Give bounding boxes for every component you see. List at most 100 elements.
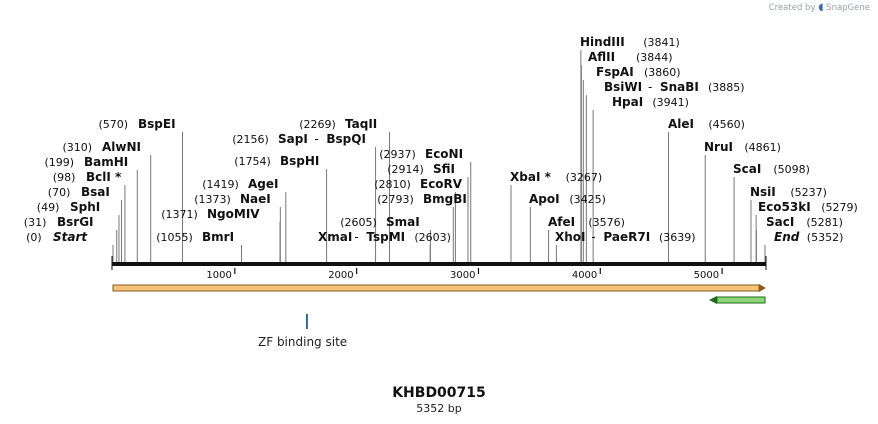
- site-label: Start (0): [26, 230, 88, 244]
- site-name: EcoNI: [425, 147, 463, 161]
- credit-brand: SnapGene: [826, 3, 870, 13]
- site-label: BamHI(199): [45, 155, 129, 169]
- site-label: AleI(4560): [668, 117, 745, 131]
- site-label: NgoMIV(1371): [161, 207, 260, 221]
- site-position: (3576): [588, 216, 625, 229]
- site-position: (3841): [643, 36, 680, 49]
- forward-orf-arrow: [112, 284, 766, 292]
- site-position: (5352): [807, 231, 844, 244]
- site-position: (570): [99, 118, 129, 131]
- site-position: (5281): [806, 216, 843, 229]
- site-name: BsiWI: [604, 80, 642, 94]
- site-label: EcoRV (2810): [374, 177, 463, 191]
- site-name: SfiI: [433, 162, 455, 176]
- site-label: NaeI(1373): [194, 192, 271, 206]
- site-name: NsiI: [750, 185, 776, 199]
- site-position: (2810): [374, 178, 411, 191]
- ruler-tick-label: 3000: [450, 270, 475, 281]
- site-position: (5279): [821, 201, 858, 214]
- site-label: Eco53kI(5279): [758, 200, 858, 214]
- credit-text: Created by: [768, 3, 816, 13]
- site-position: (1371): [161, 208, 198, 221]
- site-name: SmaI: [386, 215, 420, 229]
- plasmid-name: KHBD00715: [392, 385, 486, 401]
- site-position: (3885): [708, 81, 745, 94]
- site-name: SapI: [278, 132, 308, 146]
- site-name: BsaI: [81, 185, 110, 199]
- site-position: (3425): [569, 193, 606, 206]
- site-label: ApoI(3425): [529, 192, 606, 206]
- site-name: BspHI: [280, 154, 319, 168]
- site-label: BsiWI-SnaBI(3885): [604, 80, 745, 94]
- backbone-line: [112, 262, 766, 266]
- site-name: BmrI: [202, 230, 234, 244]
- site-name: HpaI: [612, 95, 643, 109]
- site-label: TaqII(2269): [299, 117, 377, 131]
- pair-separator: -: [314, 132, 318, 146]
- site-name: EcoRV: [420, 177, 463, 191]
- site-name: AlwNI: [102, 140, 141, 154]
- site-label: BspEI(570): [99, 117, 176, 131]
- site-name: FspAI: [596, 65, 634, 79]
- site-name: BsrGI: [57, 215, 94, 229]
- site-name: NruI: [704, 140, 733, 154]
- site-label: SacI (5281): [766, 215, 843, 229]
- site-position: (1419): [202, 178, 239, 191]
- site-label: BsaI (70): [48, 185, 110, 199]
- site-position: (1055): [156, 231, 193, 244]
- pair-separator: -: [591, 230, 595, 244]
- site-label: XhoI-PaeR7I(3639): [555, 230, 696, 244]
- site-label: SapI-BspQI(2156): [232, 132, 366, 146]
- site-position: (0): [26, 231, 42, 244]
- ruler-tick-label: 1000: [206, 270, 231, 281]
- site-label: AgeI(1419): [202, 177, 278, 191]
- ruler-tick-label: 4000: [572, 270, 597, 281]
- site-labels: Start (0) BsrGI (31) SphI (49) BsaI (70) BclI * (…: [24, 35, 858, 244]
- site-label: XmaI-TspMI(2603): [318, 230, 451, 244]
- site-label: SphI (49): [37, 200, 100, 214]
- site-position: (3639): [659, 231, 696, 244]
- site-name: Start: [53, 230, 88, 244]
- site-name: XbaI *: [510, 170, 552, 184]
- site-pair-name: SnaBI: [660, 80, 699, 94]
- site-position: (31): [24, 216, 47, 229]
- site-position: (3941): [652, 96, 689, 109]
- snapgene-credit: Created by ◖ SnapGene: [769, 2, 870, 13]
- site-name: ScaI: [733, 162, 761, 176]
- site-name: HindIII: [580, 35, 625, 49]
- site-position: (70): [48, 186, 71, 199]
- site-label: AfeI (3576): [548, 215, 625, 229]
- site-label: NsiI (5237): [750, 185, 827, 199]
- site-name: End: [774, 230, 800, 244]
- site-position: (2793): [377, 193, 414, 206]
- site-name: SphI: [70, 200, 100, 214]
- site-position: (2914): [387, 163, 424, 176]
- site-name: BmgBI: [423, 192, 467, 206]
- site-label: BsrGI (31): [24, 215, 94, 229]
- site-label: EcoNI(2937): [379, 147, 463, 161]
- site-label: BmrI (1055): [156, 230, 234, 244]
- site-name: TaqII: [345, 117, 377, 131]
- ruler-tick-label: 2000: [328, 270, 353, 281]
- site-name: AleI: [668, 117, 694, 131]
- site-label: XbaI * (3267): [510, 170, 602, 184]
- site-position: (3267): [566, 171, 603, 184]
- site-name: AfeI: [548, 215, 575, 229]
- site-pair-name: PaeR7I: [603, 230, 650, 244]
- site-name: BclI *: [86, 170, 122, 184]
- ruler: 1000 2000 3000 4000 5000: [206, 268, 723, 281]
- site-position: (5098): [773, 163, 810, 176]
- site-position: (49): [37, 201, 60, 214]
- site-label: SmaI (2605): [340, 215, 420, 229]
- site-label: SfiI (2914): [387, 162, 455, 176]
- site-pair-name: BspQI: [326, 132, 366, 146]
- site-position: (1373): [194, 193, 231, 206]
- reverse-arrow-head: [709, 296, 717, 304]
- site-position: (4861): [744, 141, 781, 154]
- ruler-tick-label: 5000: [694, 270, 719, 281]
- site-label: HpaI (3941): [612, 95, 689, 109]
- site-position: (5237): [790, 186, 827, 199]
- site-name: SacI: [766, 215, 794, 229]
- site-position: (2605): [340, 216, 377, 229]
- backbone-group: [111, 256, 767, 270]
